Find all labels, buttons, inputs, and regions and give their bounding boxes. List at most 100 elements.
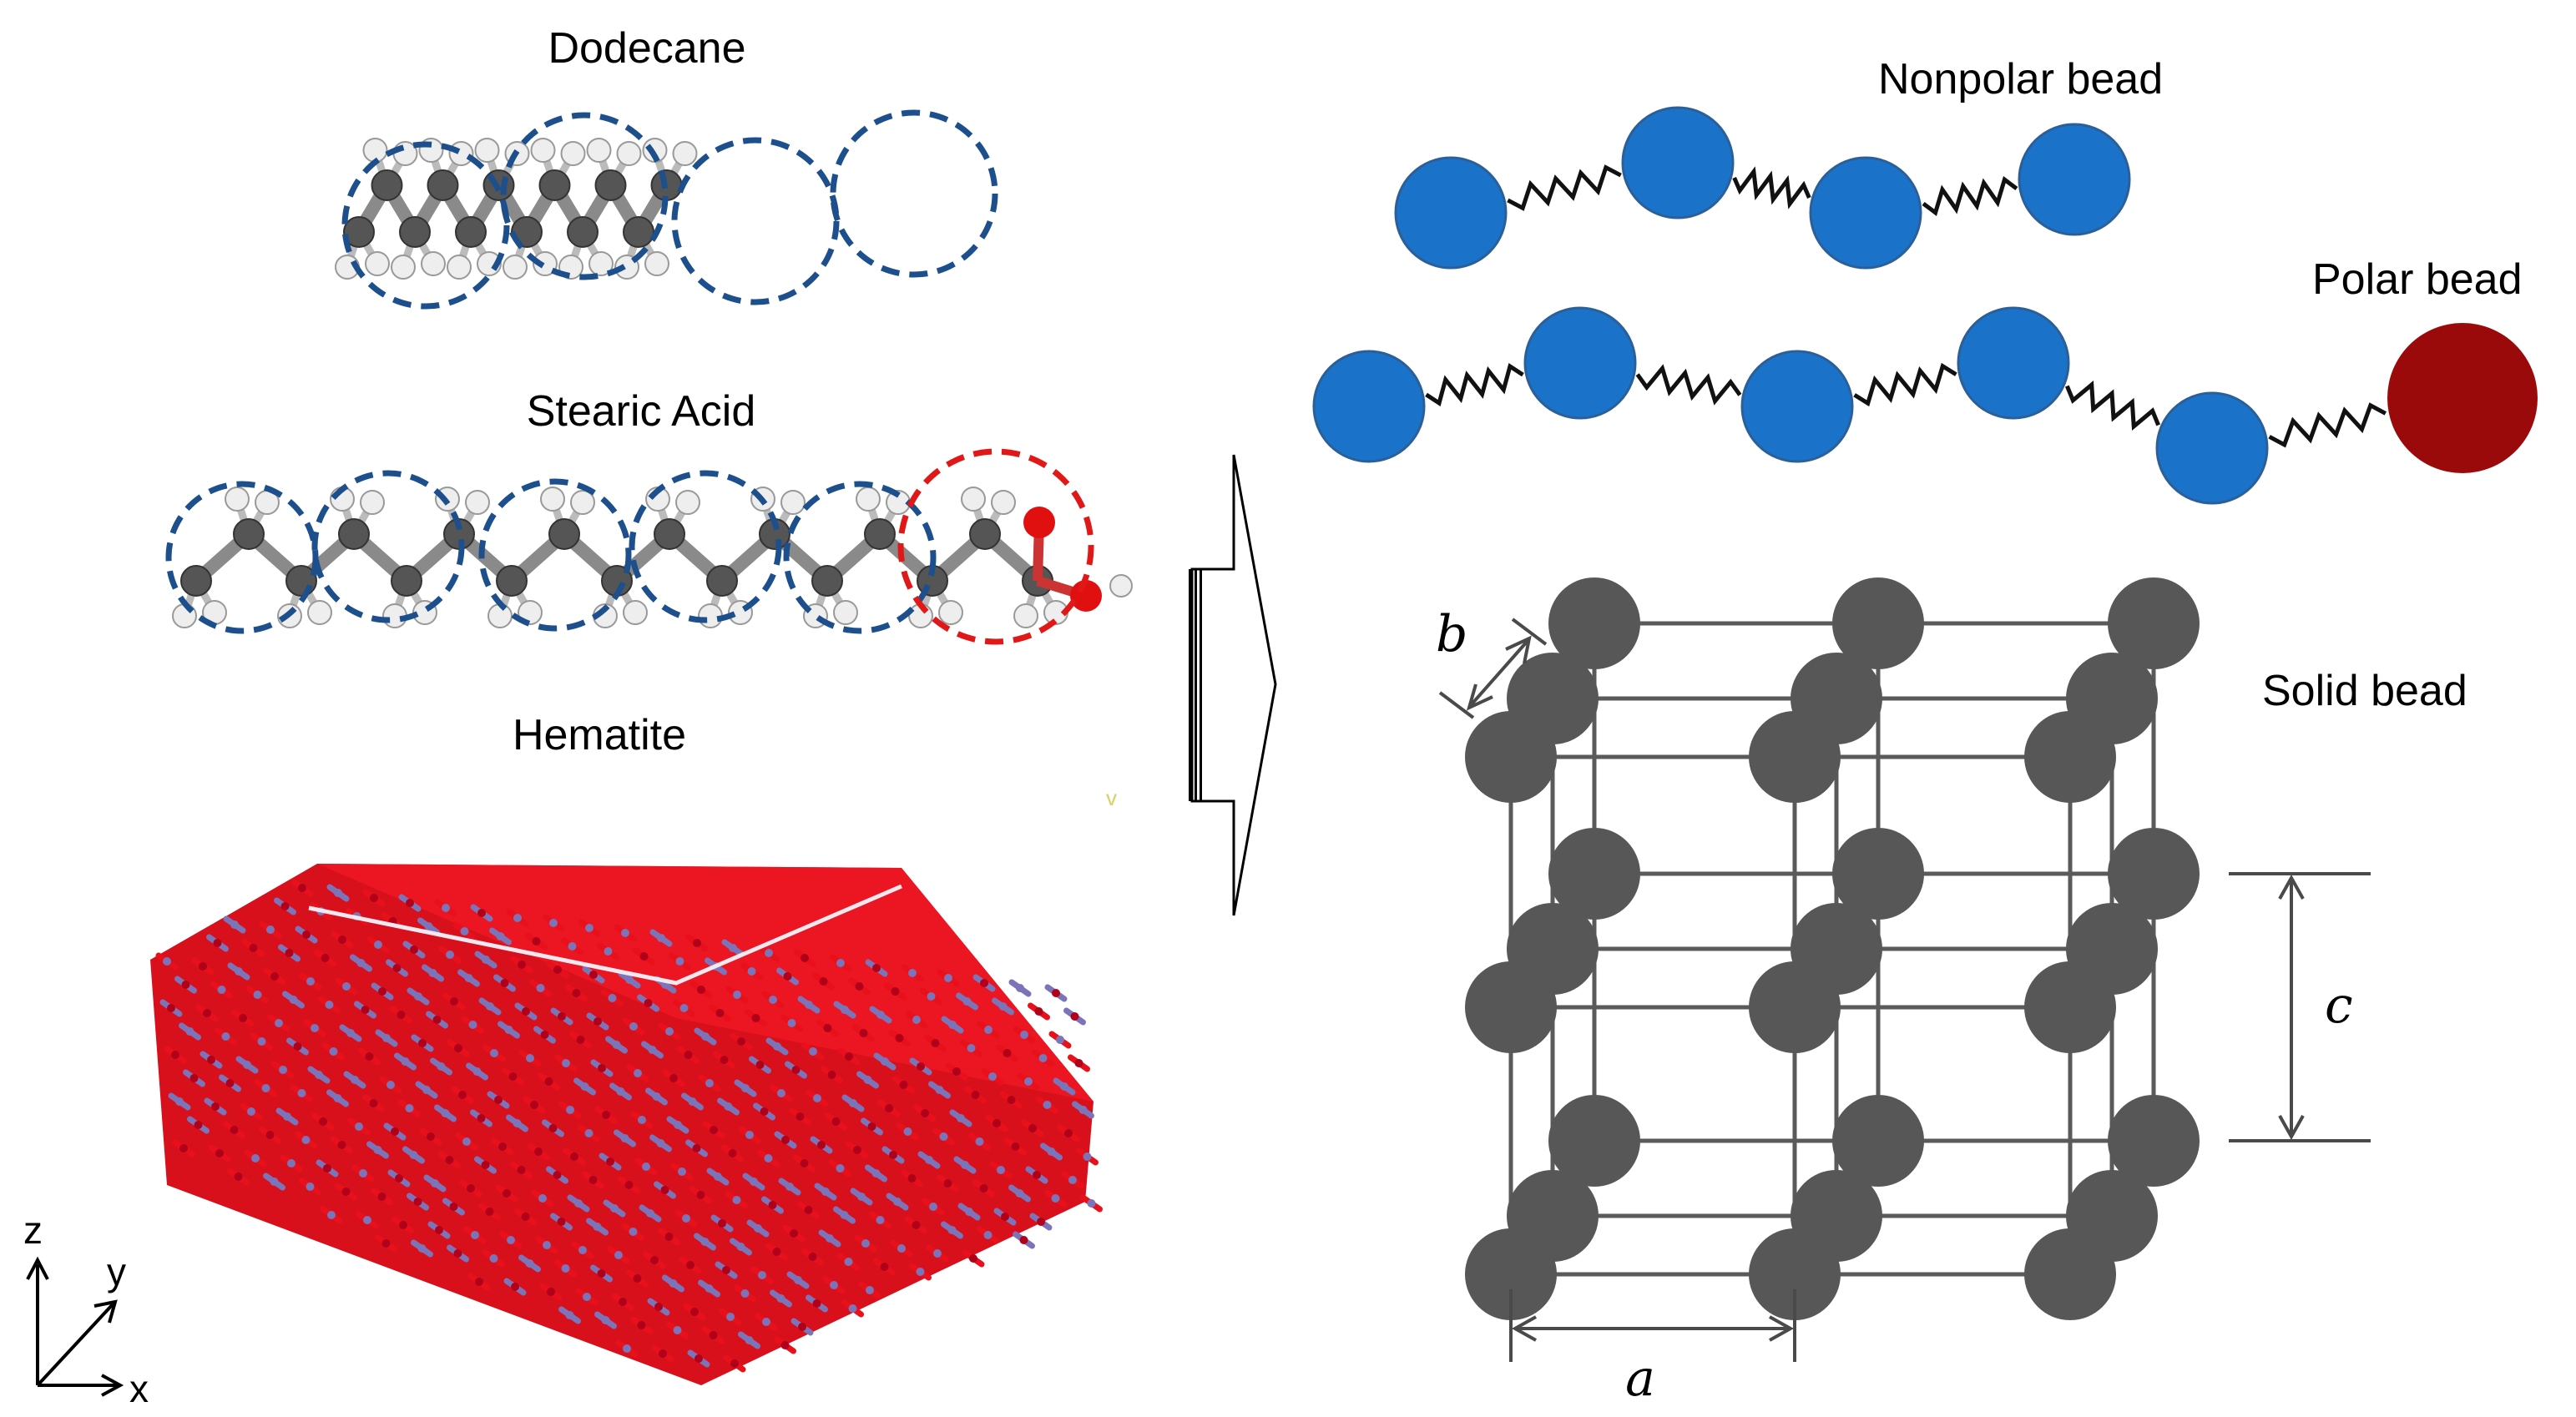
lattice-atom [804,1206,813,1214]
carbon-atom [623,216,654,248]
lattice-atom [827,1071,836,1079]
lattice-atom [598,1064,606,1072]
carbon-atom [706,565,738,597]
lattice-atom [323,1164,331,1172]
hydrogen-atom [833,600,858,625]
lattice-atom [1038,1054,1048,1062]
lattice-atom [454,1044,462,1052]
lattice-atom [239,1014,247,1022]
lattice-atom [997,1166,1005,1174]
lattice-atom [688,1097,697,1106]
lattice-atom [715,1009,725,1017]
lattice-atom [863,1076,872,1084]
lattice-atom [705,1079,714,1087]
lattice-atom [669,1074,678,1082]
lattice-atom [664,1233,674,1241]
lattice-atom [513,1119,522,1127]
lattice-atom [373,1146,382,1154]
lattice-atom [897,1244,906,1253]
lattice-atom [836,1164,845,1172]
lattice-atom [616,1087,625,1096]
lattice-atom [646,1209,654,1218]
carbon-atom [338,518,370,550]
lattice-atom [477,909,486,917]
lattice-atom [494,1096,503,1104]
lattice-atom [370,894,378,902]
lattice-atom [773,1042,781,1051]
lattice-atom [724,1102,733,1111]
lattice-atom [504,1026,513,1034]
lattice-atom [1024,1077,1033,1086]
cg-mapping-circle [165,481,319,634]
hydrogen-atom [991,490,1016,515]
lattice-atom [700,1238,710,1246]
lattice-atom [1003,1049,1012,1057]
lattice-atom [1047,1147,1056,1156]
lattice-atom [921,1109,929,1117]
lattice-atom [984,1026,993,1034]
lattice-atom [916,1268,925,1276]
lattice-atom [785,1183,794,1191]
lattice-atom [871,1169,881,1177]
polar-bead-label: Polar bead [2312,255,2523,304]
hydrogen-atom [570,490,595,515]
solid-bead [1832,577,1924,669]
lattice-atom [301,1136,311,1144]
lattice-atom [553,1171,562,1179]
lattice-atom [952,1067,961,1076]
oxygen-atom [1023,507,1055,538]
lattice-atom [809,1047,817,1056]
lattice-atom [1019,1236,1028,1244]
lattice-atom [614,1251,623,1259]
nonpolar-bead [2155,391,2269,505]
lattice-atom [468,1021,477,1029]
axis-x-label: x [129,1367,149,1410]
lattice-atom [755,1061,765,1069]
lattice-atom [243,1061,251,1069]
lattice-atom [521,1213,530,1221]
lattice-atom [859,1029,868,1037]
lattice-atom [356,959,366,967]
cg-mapping-circle [629,470,782,623]
lattice-atom [279,1066,287,1074]
lattice-atom [831,1117,841,1126]
lattice-atom [334,889,342,897]
lattice-atom [597,1269,606,1278]
lattice-atom [893,1198,902,1206]
hematite-cell-outline [308,884,902,986]
lattice-atom [621,929,629,937]
lattice-atom [409,1151,418,1159]
hydrogen-atom [961,487,986,512]
lattice-atom [369,1099,378,1107]
lattice-atom [511,1283,519,1291]
lattice-atom [682,1214,690,1223]
lattice-atom [925,1156,933,1164]
lattice-atom [481,1161,490,1169]
lattice-atom [189,1074,199,1082]
lattice-atom [1028,1124,1037,1132]
lattice-atom [790,1229,798,1238]
lattice-atom [522,1007,530,1016]
lattice-atom [548,1124,558,1132]
lattice-atom [625,976,634,984]
lattice-atom [747,967,756,976]
lattice-atom [777,1089,785,1097]
lattice-atom [917,1062,925,1071]
hydrogen-atom [360,490,385,515]
lattice-atom [374,940,382,949]
hydrogen-atom [421,251,446,276]
carbon-atom [399,216,431,248]
lattice-atom [652,1092,661,1101]
lattice-atom [623,1344,631,1353]
lattice-atom [980,979,988,987]
lattice-atom [912,1016,921,1024]
hydrogen-atom [474,138,500,163]
lattice-atom [679,1004,689,1012]
spring-bond [1635,364,1742,406]
lattice-atom [1052,989,1060,997]
axis-z-label: z [23,1208,43,1252]
solid-bead [2108,577,2200,669]
solid-bead [2024,1228,2116,1320]
solid-bead [1465,711,1557,803]
lattice-atom [876,1216,885,1224]
